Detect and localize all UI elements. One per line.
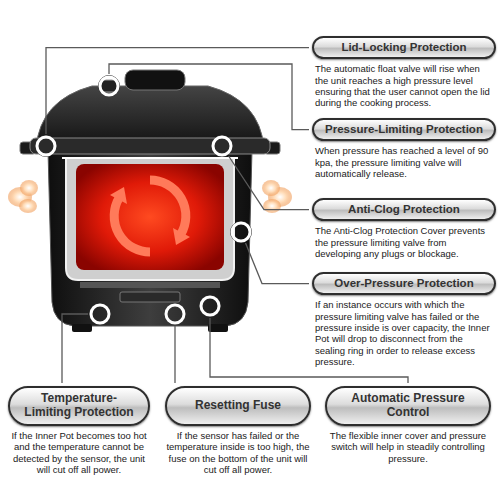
callout-ring bbox=[213, 137, 231, 155]
callout-ring bbox=[91, 305, 109, 323]
feature-description: If the Inner Pot becomes too hot and the… bbox=[3, 426, 155, 476]
callout-rings bbox=[36, 76, 252, 325]
leader-line bbox=[46, 48, 309, 134]
feature-heading: Lid-Locking Protection bbox=[312, 36, 496, 59]
callout-panel: Temperature-Limiting ProtectionIf the In… bbox=[3, 386, 155, 476]
feature-heading: Anti-Clog Protection bbox=[312, 198, 496, 221]
ring-outline bbox=[200, 296, 221, 317]
feature-description: When pressure has reached a level of 90 … bbox=[312, 141, 496, 179]
feature-heading: Pressure-Limiting Protection bbox=[312, 118, 496, 141]
feature-description: The automatic float valve will rise when… bbox=[312, 59, 496, 109]
steam-puff bbox=[19, 199, 37, 213]
callout-ring bbox=[232, 223, 250, 241]
arrow-head bbox=[173, 228, 190, 245]
leader-line bbox=[229, 156, 309, 210]
ring-outline bbox=[99, 76, 120, 97]
feature-description: If an instance occurs with which the pre… bbox=[312, 295, 496, 367]
leader-line bbox=[109, 64, 309, 130]
feature-heading: Automatic Pressure Control bbox=[325, 386, 491, 426]
cooker-foot bbox=[72, 324, 92, 332]
callout-ring bbox=[100, 77, 118, 95]
inner-cover bbox=[62, 157, 238, 159]
lid-handle bbox=[125, 70, 185, 90]
callout-ring bbox=[201, 297, 219, 315]
sensor-block bbox=[120, 292, 180, 302]
steam-right bbox=[262, 180, 292, 213]
callout-ring bbox=[37, 137, 55, 155]
feature-description: The Anti-Clog Protection Cover prevents … bbox=[312, 221, 496, 259]
feature-description: If the sensor has failed or the temperat… bbox=[160, 426, 316, 476]
steam-puff bbox=[262, 180, 280, 196]
lid-rim bbox=[30, 138, 270, 154]
arrow-arc bbox=[150, 180, 186, 234]
feature-heading: Temperature-Limiting Protection bbox=[8, 386, 150, 426]
steam-puff bbox=[263, 199, 281, 213]
ring-outline bbox=[212, 136, 233, 157]
steam-puff bbox=[20, 180, 38, 196]
arrow-arc bbox=[114, 198, 150, 252]
callout-panel: Over-Pressure ProtectionIf an instance o… bbox=[312, 272, 496, 368]
callout-panel: Anti-Clog ProtectionThe Anti-Clog Protec… bbox=[312, 198, 496, 259]
inner-pot bbox=[76, 164, 224, 270]
callout-ring bbox=[166, 305, 184, 323]
heating-plate bbox=[80, 282, 220, 288]
leader-line bbox=[174, 326, 175, 383]
cooker-body bbox=[48, 150, 252, 326]
feature-description: The flexible inner cover and pressure sw… bbox=[320, 426, 496, 464]
inner-housing bbox=[66, 158, 234, 280]
ring-outline bbox=[90, 304, 111, 325]
callout-panel: Pressure-Limiting ProtectionWhen pressur… bbox=[312, 118, 496, 179]
feature-heading: Resetting Fuse bbox=[165, 386, 311, 426]
ring-outline bbox=[231, 222, 252, 243]
arrow-head bbox=[110, 187, 127, 204]
cooker-foot bbox=[208, 324, 228, 332]
ring-outline bbox=[165, 304, 186, 325]
ring-outline bbox=[36, 136, 57, 157]
feature-heading: Over-Pressure Protection bbox=[312, 272, 496, 295]
callout-panel: Resetting FuseIf the sensor has failed o… bbox=[160, 386, 316, 476]
leader-line bbox=[246, 243, 309, 283]
circulation-arrows bbox=[114, 180, 186, 252]
steam-left bbox=[8, 180, 38, 213]
leader-line bbox=[62, 314, 88, 383]
callout-panel: Lid-Locking ProtectionThe automatic floa… bbox=[312, 36, 496, 109]
callout-panel: Automatic Pressure ControlThe flexible i… bbox=[320, 386, 496, 464]
